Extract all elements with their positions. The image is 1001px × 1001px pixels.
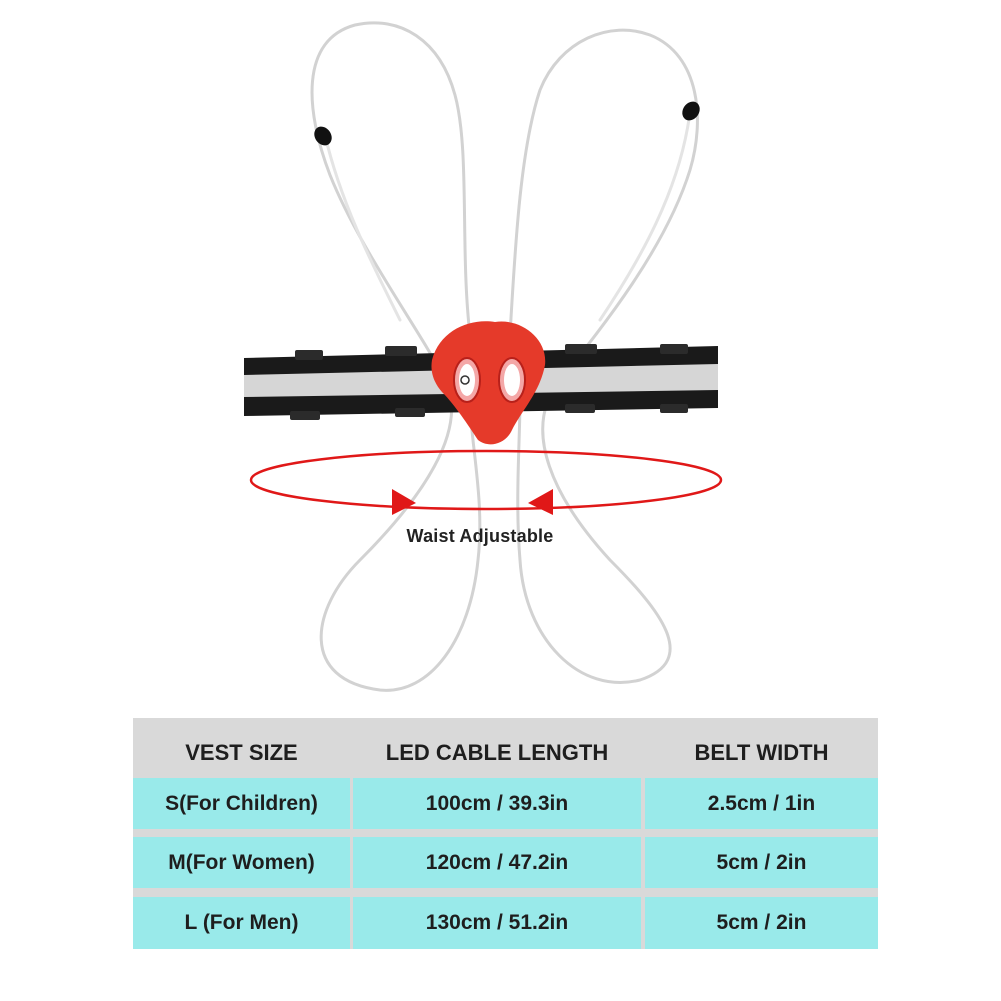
cable-stopper <box>314 126 332 146</box>
cell-vest-size: L (For Men) <box>133 897 350 949</box>
cell-vest-size: S(For Children) <box>133 778 350 829</box>
arrow-right-icon <box>392 489 416 515</box>
cell-vest-size: M(For Women) <box>133 837 350 888</box>
table-header-row: VEST SIZE LED CABLE LENGTH BELT WIDTH <box>133 718 878 788</box>
table-row: S(For Children) 100cm / 39.3in 2.5cm / 1… <box>133 778 878 829</box>
cell-belt-width: 2.5cm / 1in <box>645 778 878 829</box>
header-vest-size: VEST SIZE <box>133 718 350 788</box>
led-light-unit <box>431 321 546 445</box>
arrow-left-icon <box>528 489 553 515</box>
cell-belt-width: 5cm / 2in <box>645 837 878 888</box>
cable-stopper <box>682 101 700 121</box>
header-led-cable-length: LED CABLE LENGTH <box>353 718 641 788</box>
size-table: VEST SIZE LED CABLE LENGTH BELT WIDTH S(… <box>133 718 878 949</box>
header-belt-width: BELT WIDTH <box>645 718 878 788</box>
cell-cable-length: 130cm / 51.2in <box>353 897 641 949</box>
table-row: L (For Men) 130cm / 51.2in 5cm / 2in <box>133 897 878 949</box>
cell-cable-length: 120cm / 47.2in <box>353 837 641 888</box>
cell-cable-length: 100cm / 39.3in <box>353 778 641 829</box>
power-icon <box>460 375 470 385</box>
product-illustration <box>244 21 723 692</box>
cell-belt-width: 5cm / 2in <box>645 897 878 949</box>
table-row: M(For Women) 120cm / 47.2in 5cm / 2in <box>133 837 878 888</box>
adjust-ellipse <box>249 449 723 511</box>
waist-adjustable-caption: Waist Adjustable <box>406 526 554 546</box>
